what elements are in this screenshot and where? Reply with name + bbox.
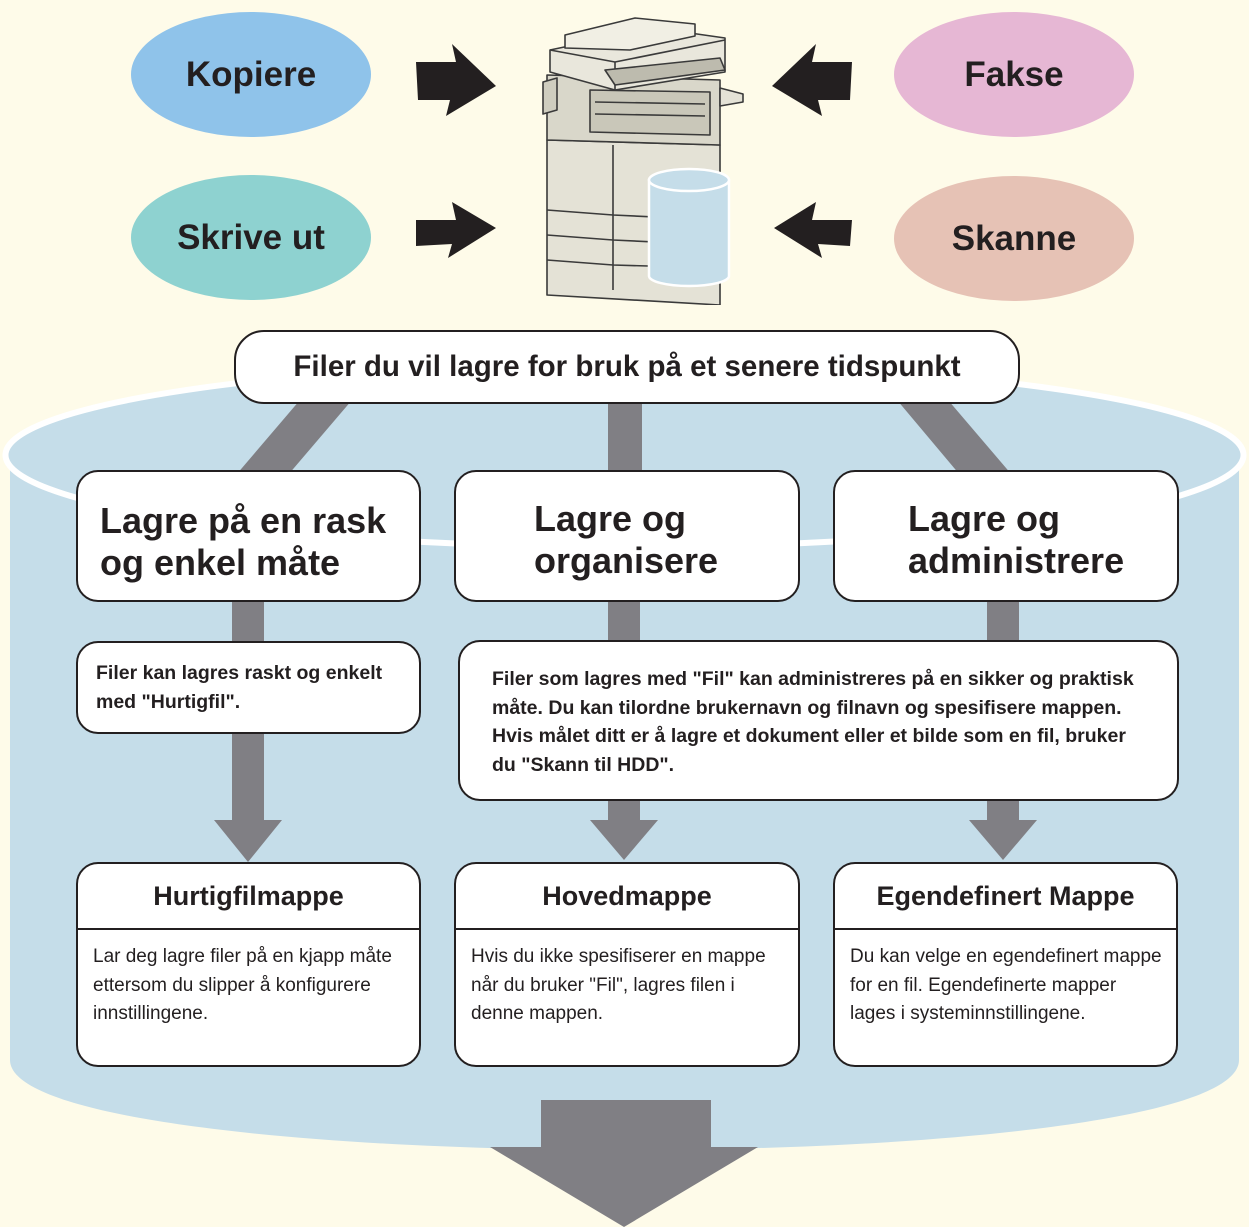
folder-quick: Hurtigfilmappe Lar deg lagre filer på en… xyxy=(76,862,421,1067)
print-oval: Skrive ut xyxy=(131,175,371,300)
folder-custom: Egendefinert Mappe Du kan velge en egend… xyxy=(833,862,1178,1067)
storage-banner: Filer du vil lagre for bruk på et senere… xyxy=(234,330,1020,404)
folder-main: Hovedmappe Hvis du ikke spesifiserer en … xyxy=(454,862,800,1067)
output-arrow-icon xyxy=(490,1100,758,1227)
scan-label: Skanne xyxy=(951,218,1077,258)
file-description: Filer som lagres med "Fil" kan administr… xyxy=(492,668,1134,776)
fax-oval: Fakse xyxy=(894,12,1134,137)
banner-text: Filer du vil lagre for bruk på et senere… xyxy=(293,350,961,383)
print-label: Skrive ut xyxy=(177,217,325,257)
folder-custom-title: Egendefinert Mappe xyxy=(835,864,1176,930)
connector-right xyxy=(897,400,1012,475)
folder-custom-text: Du kan velge en egendefinert mappe for e… xyxy=(850,946,1162,1024)
arrow-left-icon xyxy=(774,202,852,258)
method-organize-box: Lagre og organisere xyxy=(454,470,800,602)
method-organize-title: Lagre og organisere xyxy=(534,498,719,581)
copy-oval: Kopiere xyxy=(131,12,371,137)
arrow-to-main-folder xyxy=(590,820,658,860)
fax-label: Fakse xyxy=(964,54,1064,94)
scan-oval: Skanne xyxy=(894,176,1134,301)
arrow-to-quick-folder xyxy=(214,820,282,862)
copy-label: Kopiere xyxy=(185,54,317,94)
printer-icon xyxy=(542,17,744,305)
folder-main-title: Hovedmappe xyxy=(456,864,798,930)
arrow-right-icon xyxy=(416,44,496,116)
file-description-box: Filer som lagres med "Fil" kan administr… xyxy=(458,640,1179,801)
arrow-to-custom-folder xyxy=(969,820,1037,860)
method-quick-box: Lagre på en rask og enkel måte xyxy=(76,470,421,602)
connector-center xyxy=(608,400,642,472)
input-arrows xyxy=(416,44,852,258)
method-manage-box: Lagre og administrere xyxy=(833,470,1179,602)
folder-main-text: Hvis du ikke spesifiserer en mappe når d… xyxy=(471,946,766,1024)
arrow-right-icon xyxy=(416,202,496,258)
method-quick-title: Lagre på en rask og enkel måte xyxy=(100,500,387,583)
quick-description-box: Filer kan lagres raskt og enkelt med "Hu… xyxy=(76,641,421,734)
quick-description: Filer kan lagres raskt og enkelt med "Hu… xyxy=(96,662,383,713)
folder-quick-title: Hurtigfilmappe xyxy=(78,864,419,930)
hdd-icon xyxy=(647,167,731,288)
folder-quick-text: Lar deg lagre filer på en kjapp måte ett… xyxy=(93,946,392,1024)
connector-left xyxy=(236,400,352,475)
arrow-left-icon xyxy=(772,44,852,116)
method-manage-title: Lagre og administrere xyxy=(908,498,1125,581)
